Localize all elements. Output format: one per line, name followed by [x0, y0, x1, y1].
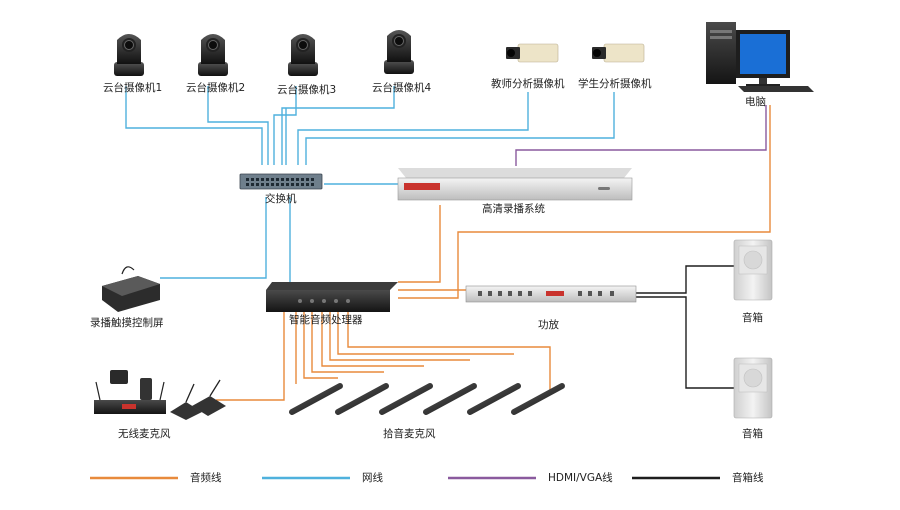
teacher-camera-label: 教师分析摄像机 — [491, 78, 565, 90]
ptz-camera-3-label: 云台摄像机3 — [277, 84, 337, 96]
ptz-camera-1-label: 云台摄像机1 — [103, 82, 163, 94]
computer-label: 电脑 — [745, 96, 766, 108]
speaker-bottom-icon — [733, 357, 773, 419]
processor-label: 智能音频处理器 — [289, 314, 363, 326]
audio-processor-icon — [266, 282, 398, 312]
touch-panel-label: 录播触摸控制屏 — [90, 317, 164, 329]
ptz-camera-2-icon — [198, 34, 228, 76]
ptz-camera-3-icon — [288, 34, 318, 76]
network-cables — [125, 86, 615, 282]
speaker-bottom-label: 音箱 — [742, 428, 763, 440]
ptz-camera-4-label: 云台摄像机4 — [372, 82, 432, 94]
recorder-icon — [397, 168, 633, 201]
computer-icon — [706, 22, 814, 92]
ptz-camera-4-icon — [384, 30, 414, 74]
network-switch-icon — [239, 173, 323, 190]
teacher-camera-icon — [506, 43, 559, 63]
speaker-top-icon — [733, 239, 773, 301]
speaker-top-label: 音箱 — [742, 312, 763, 324]
recorder-label: 高清录播系统 — [482, 203, 545, 215]
hdmi-cable — [515, 105, 767, 166]
student-camera-label: 学生分析摄像机 — [578, 78, 652, 90]
legend-audio-label: 音频线 — [190, 472, 222, 484]
amplifier-label: 功放 — [538, 319, 559, 331]
touch-panel-icon — [102, 266, 160, 312]
legend-hdmi-label: HDMI/VGA线 — [548, 472, 613, 484]
legend-speaker-label: 音箱线 — [732, 472, 764, 484]
student-camera-icon — [592, 43, 645, 63]
pickup-mics-icon — [289, 383, 565, 415]
pickup-mics-label: 拾音麦克风 — [383, 428, 436, 440]
audio-cables — [216, 105, 771, 401]
ptz-camera-2-label: 云台摄像机2 — [186, 82, 246, 94]
switch-label: 交换机 — [265, 193, 297, 205]
ptz-camera-1-icon — [114, 34, 144, 76]
legend-network-label: 网线 — [362, 472, 383, 484]
wireless-mic-label: 无线麦克风 — [118, 428, 171, 440]
wireless-mic-icon — [94, 370, 226, 420]
speaker-cables — [636, 265, 734, 389]
amplifier-icon — [465, 285, 637, 303]
